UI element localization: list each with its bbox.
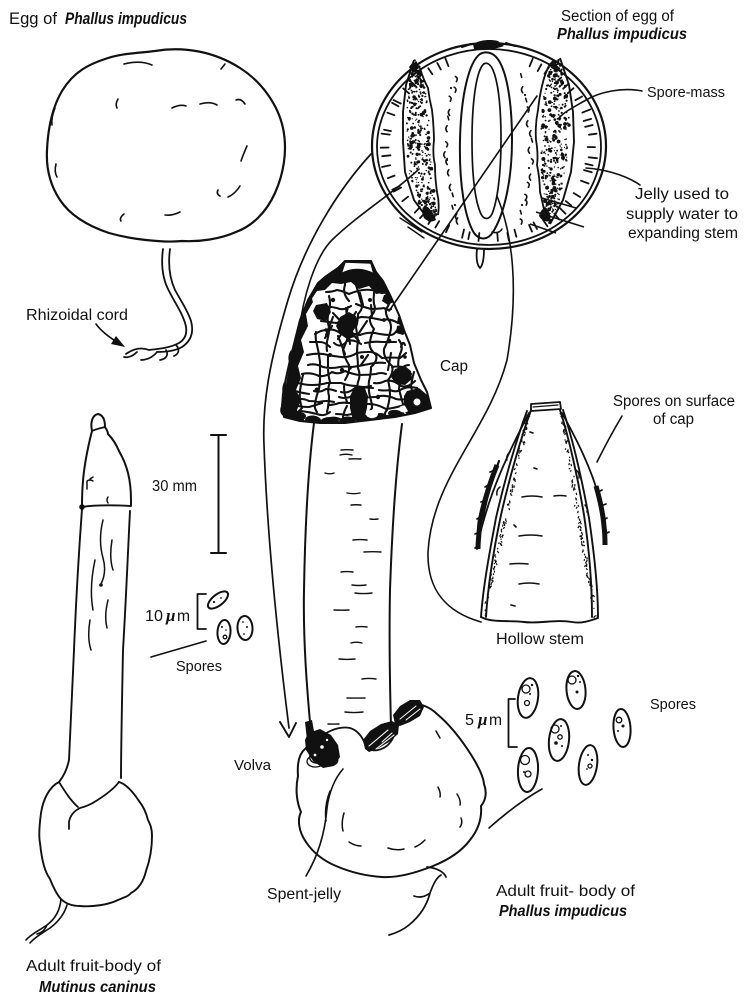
svg-text:Egg of: Egg of — [9, 9, 57, 28]
svg-text:10: 10 — [145, 608, 163, 625]
svg-text:Section of egg of: Section of egg of — [561, 8, 675, 25]
svg-text:Spores: Spores — [176, 658, 222, 675]
svg-text:μ: μ — [165, 606, 175, 625]
svg-text:Spore-mass: Spore-mass — [647, 84, 725, 101]
svg-text:Spores on surface: Spores on surface — [613, 393, 735, 410]
svg-text:Mutinus caninus: Mutinus caninus — [39, 979, 156, 996]
svg-text:m: m — [177, 608, 190, 625]
svg-text:Spent-jelly: Spent-jelly — [267, 886, 341, 903]
svg-text:expanding stem: expanding stem — [628, 225, 738, 242]
svg-text:of cap: of cap — [653, 411, 694, 428]
svg-text:m: m — [489, 712, 502, 729]
svg-text:Adult fruit-body of: Adult fruit-body of — [26, 958, 162, 975]
svg-text:Phallus impudicus: Phallus impudicus — [65, 9, 187, 28]
svg-text:Phallus impudicus: Phallus impudicus — [557, 26, 687, 43]
svg-text:Jelly used to: Jelly used to — [635, 186, 729, 203]
svg-text:Adult fruit- body of: Adult fruit- body of — [496, 883, 636, 900]
svg-text:5: 5 — [465, 712, 474, 729]
svg-text:30 mm: 30 mm — [152, 478, 197, 495]
svg-text:Cap: Cap — [440, 358, 468, 375]
svg-text:Hollow stem: Hollow stem — [496, 631, 584, 648]
svg-text:Spores: Spores — [650, 696, 696, 713]
svg-text:Rhizoidal cord: Rhizoidal cord — [26, 307, 128, 324]
svg-text:Volva: Volva — [234, 757, 272, 774]
svg-text:supply water to: supply water to — [626, 206, 738, 223]
svg-text:Phallus impudicus: Phallus impudicus — [499, 903, 627, 920]
svg-text:μ: μ — [477, 710, 487, 729]
